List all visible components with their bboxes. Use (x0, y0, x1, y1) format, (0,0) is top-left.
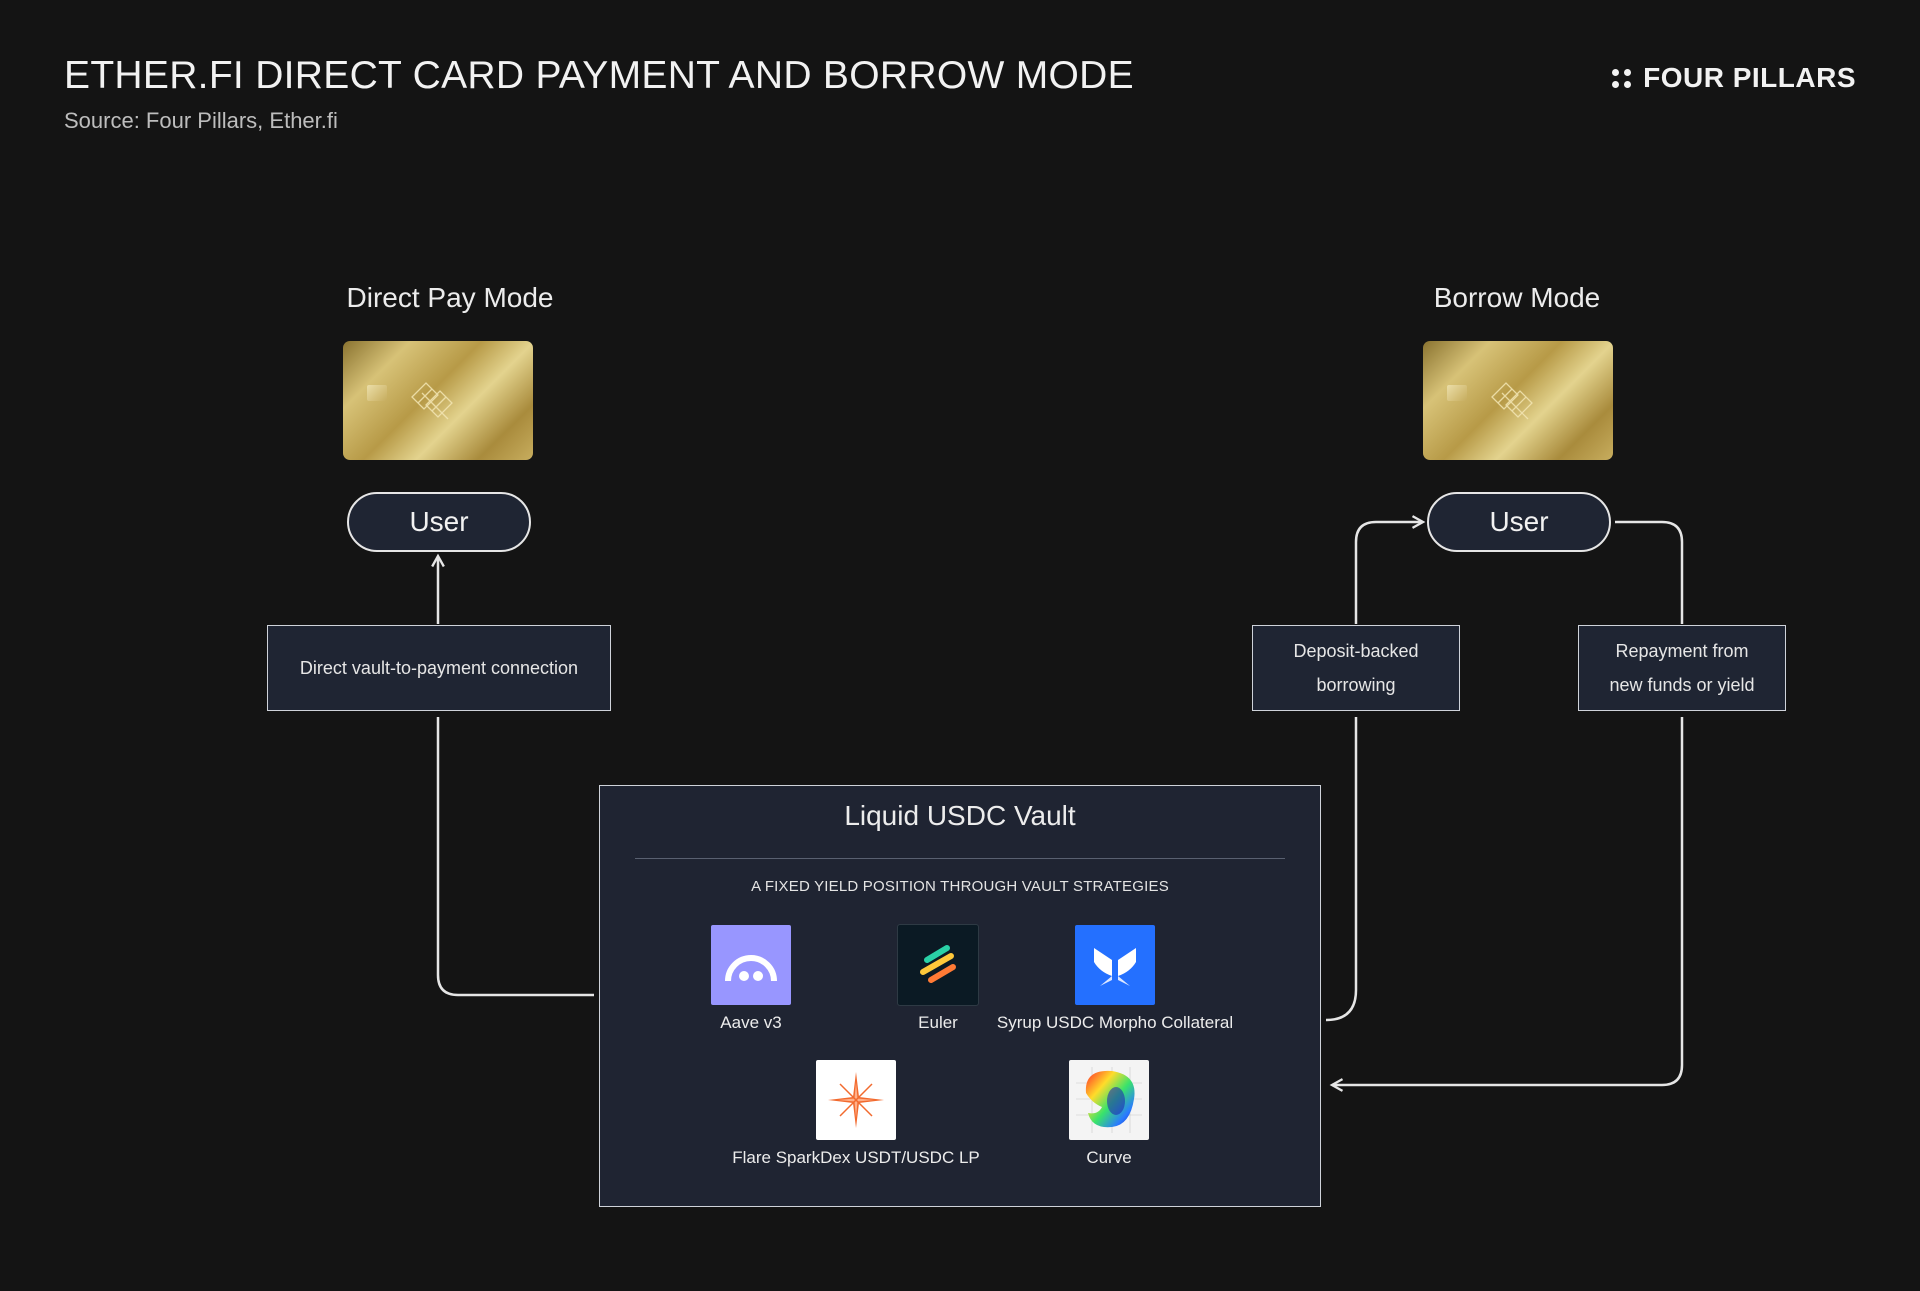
brand-name: FOUR PILLARS (1643, 62, 1856, 93)
borrow-repay-connector-top (1615, 520, 1684, 624)
borrow-repay-arrow (1332, 717, 1684, 1085)
liquid-usdc-vault: Liquid USDC Vault A FIXED YIELD POSITION… (599, 785, 1321, 1207)
direct-pay-card (343, 341, 533, 460)
strategy-name: Curve (1086, 1148, 1132, 1167)
deposit-backed-borrowing-label: Deposit-backed borrowing (1252, 625, 1460, 711)
sparkdex-icon (816, 1060, 896, 1140)
repayment-label: Repayment from new funds or yield (1578, 625, 1786, 711)
strategy-name: Euler (918, 1013, 958, 1032)
strategy-name: Flare SparkDex USDT/USDC LP (732, 1148, 980, 1167)
strategy-name: Aave v3 (720, 1013, 782, 1032)
etherfi-emblem-icon (1491, 382, 1533, 420)
strategy-euler: Euler (897, 924, 979, 1033)
strategy-curve: Curve (1069, 1060, 1149, 1168)
strategy-aave: Aave v3 (711, 925, 791, 1033)
vault-title: Liquid USDC Vault (844, 800, 1076, 831)
card-chip-icon (367, 385, 387, 401)
curve-icon (1069, 1060, 1149, 1140)
direct-pay-title: Direct Pay Mode (346, 282, 554, 313)
etherfi-emblem-icon (411, 382, 453, 420)
repay-label-line2: new funds or yield (1609, 675, 1755, 695)
source-caption: Source: Four Pillars, Ether.fi (64, 108, 338, 133)
vault-subtitle: A FIXED YIELD POSITION THROUGH VAULT STR… (751, 878, 1169, 895)
borrow-deposit-connector (1325, 717, 1358, 1022)
repay-label-line1: Repayment from (1615, 641, 1749, 661)
borrow-mode-card (1423, 341, 1613, 460)
aave-icon (711, 925, 791, 1005)
strategy-morpho: Syrup USDC Morpho Collateral (985, 925, 1245, 1033)
card-chip-icon (1447, 385, 1467, 401)
direct-pay-user-node: User (347, 492, 531, 552)
vault-divider (635, 858, 1285, 859)
euler-icon (897, 924, 979, 1006)
morpho-icon (1075, 925, 1155, 1005)
page-title: ETHER.FI DIRECT CARD PAYMENT AND BORROW … (64, 54, 1134, 97)
deposit-label-line1: Deposit-backed (1293, 641, 1419, 661)
deposit-label-line2: borrowing (1316, 675, 1396, 695)
borrow-deposit-arrow (1354, 522, 1423, 624)
brand-logo: FOUR PILLARS (1612, 62, 1856, 94)
strategy-name: Syrup USDC Morpho Collateral (996, 1013, 1234, 1032)
borrow-mode-title: Borrow Mode (1433, 282, 1601, 313)
borrow-mode-user-node: User (1427, 492, 1611, 552)
strategy-sparkdex: Flare SparkDex USDT/USDC LP (726, 1060, 986, 1168)
four-dots-icon (1612, 68, 1632, 88)
direct-pay-connector (436, 717, 594, 997)
direct-pay-connection-label: Direct vault-to-payment connection (267, 625, 611, 711)
